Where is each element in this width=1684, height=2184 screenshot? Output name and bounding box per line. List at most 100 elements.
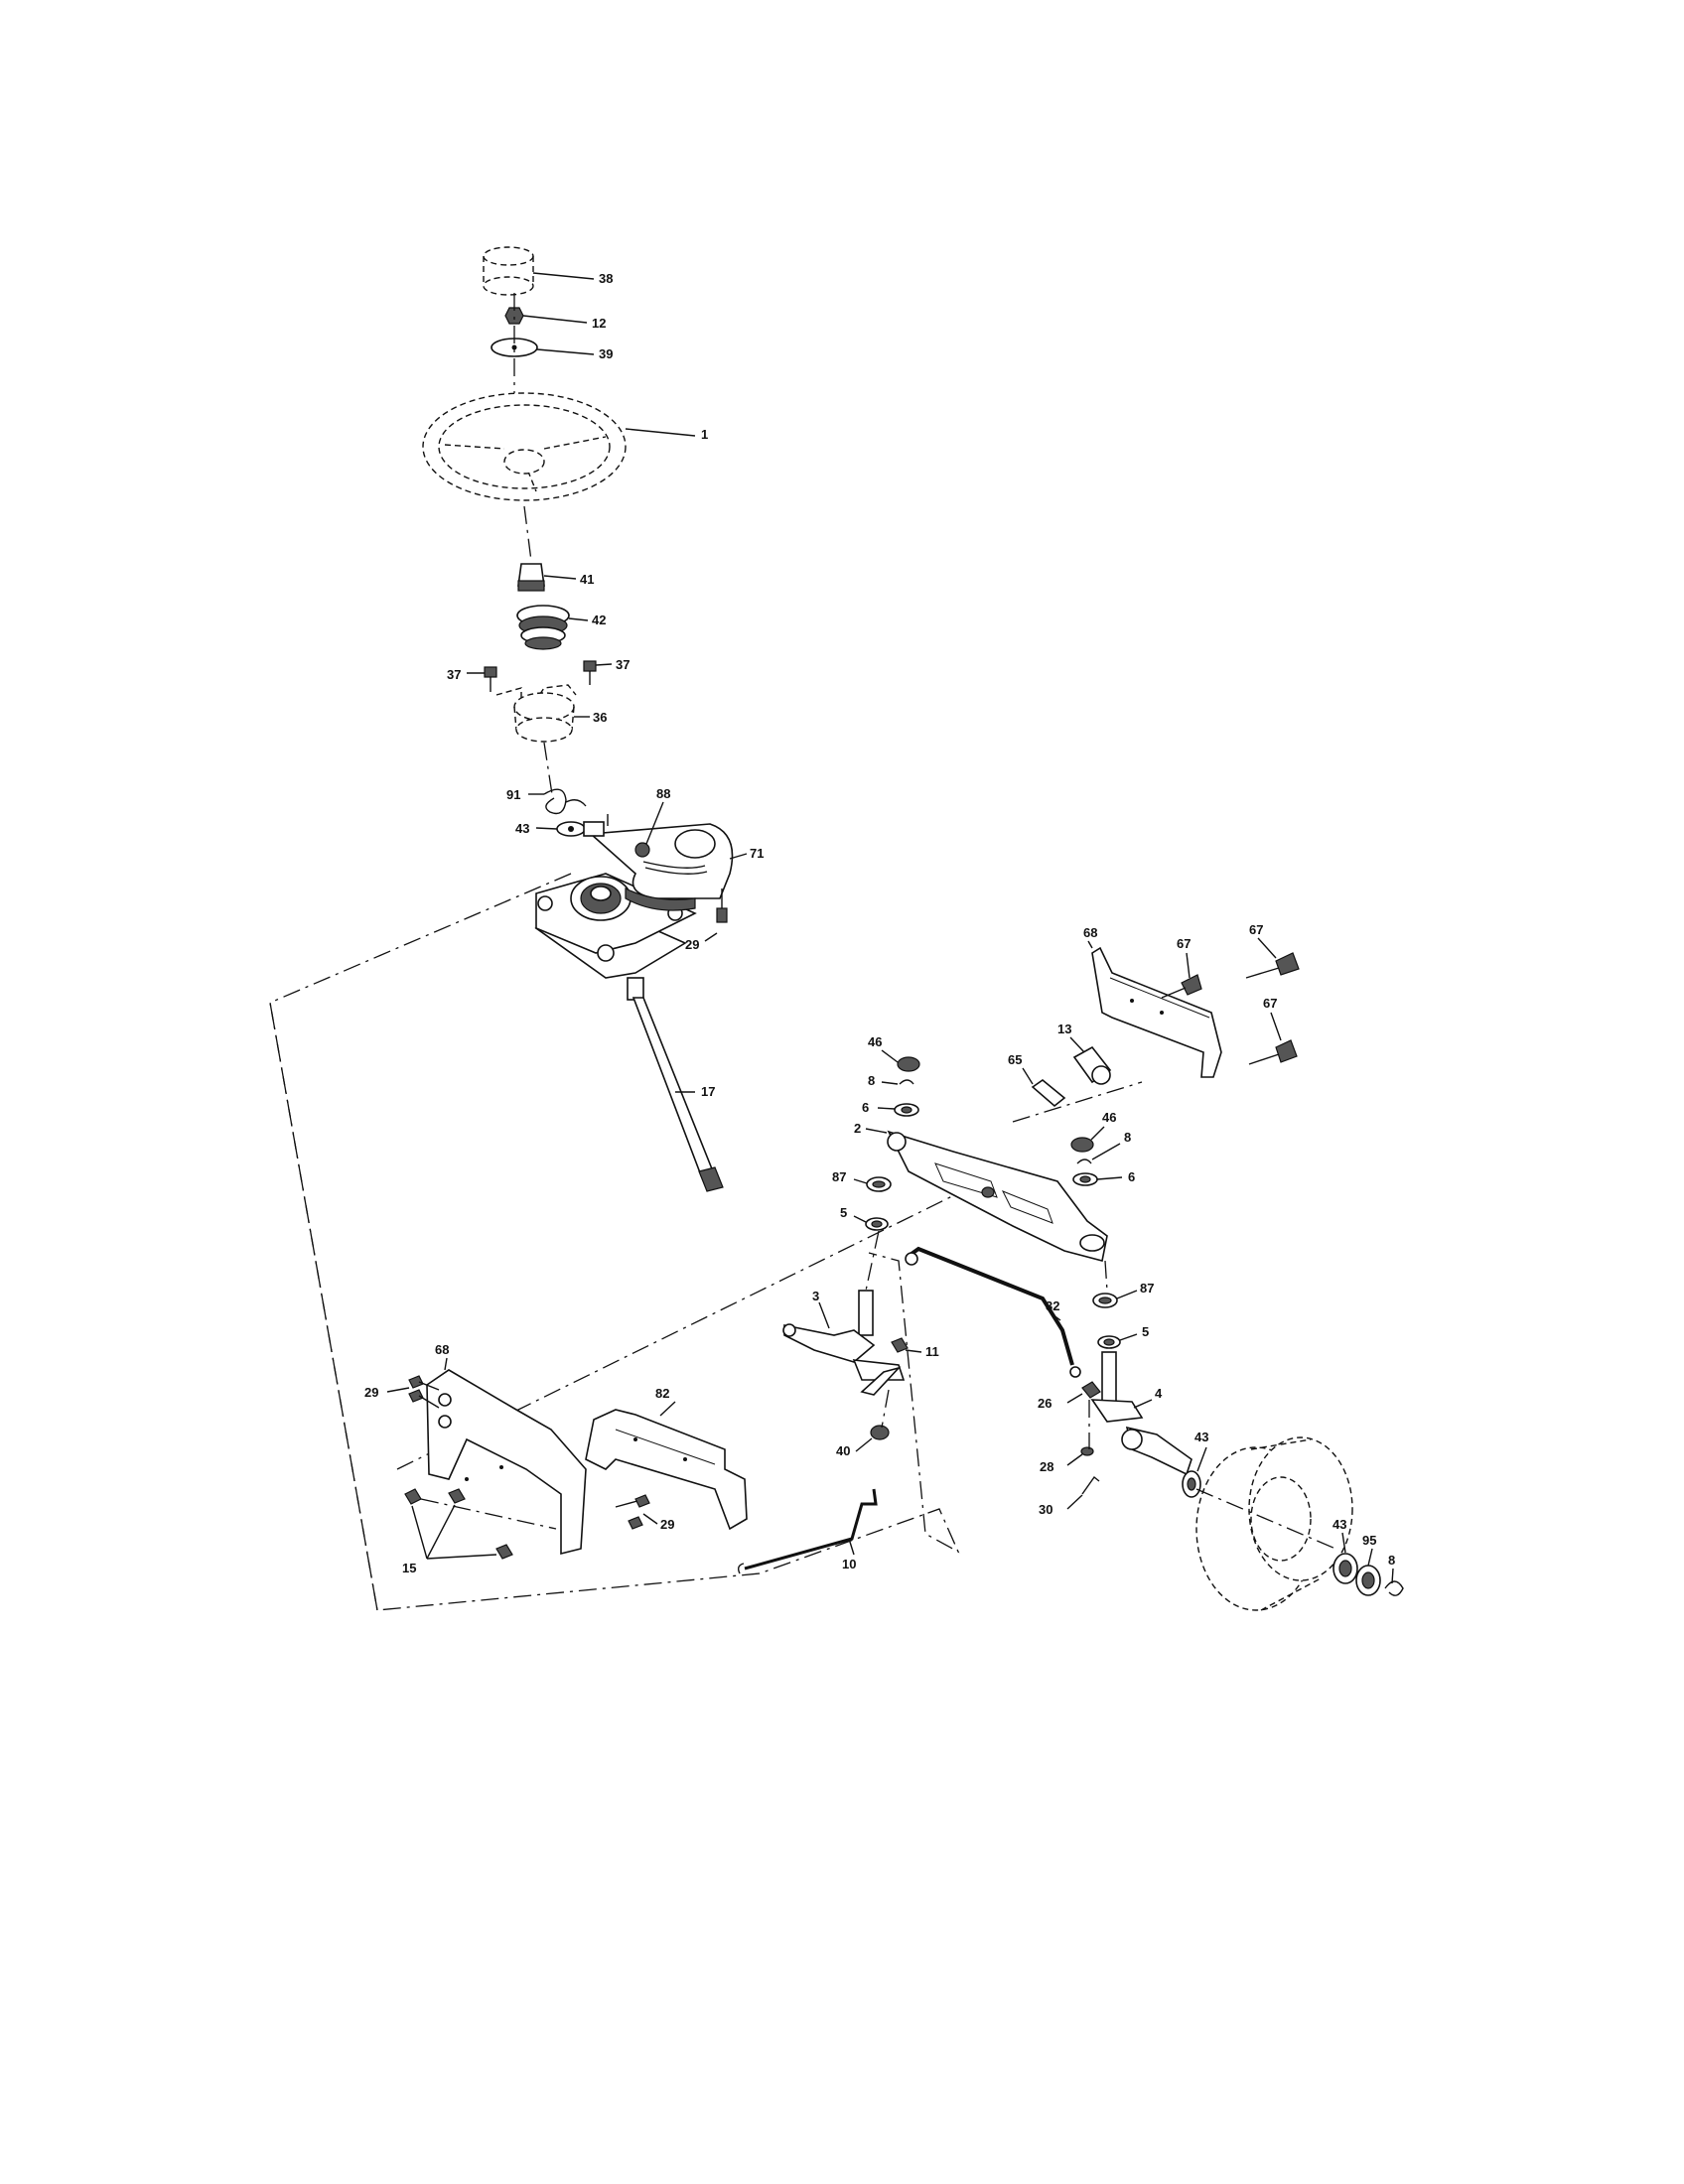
label-37-left: 37 [447,667,461,682]
label-82: 82 [655,1386,669,1401]
label-8-outer: 8 [1388,1553,1395,1568]
label-71: 71 [750,846,764,861]
cap-38 [483,246,534,296]
steering-wheel-1 [422,392,627,501]
clip-91 [543,788,587,815]
pin-88 [634,842,650,858]
label-10: 10 [842,1557,856,1571]
cap-46-right [1070,1137,1094,1153]
drag-link-32 [905,1246,1081,1378]
label-6-left: 6 [862,1100,869,1115]
label-15: 15 [402,1561,416,1575]
slot-78 [642,861,708,875]
label-4: 4 [1155,1386,1163,1401]
nut-15-a [404,1488,422,1505]
label-12: 12 [592,316,606,331]
washer-39 [491,338,538,357]
bushing-65 [1031,1078,1066,1108]
steering-support-36 [495,684,577,743]
label-13: 13 [1057,1022,1071,1036]
bolt-67-a [1161,974,1202,999]
label-41: 41 [580,572,594,587]
label-29-gear: 29 [685,937,699,952]
label-43-steering: 43 [515,821,529,836]
washer-28 [1080,1446,1094,1456]
label-43-axle: 43 [1194,1430,1208,1444]
label-40: 40 [836,1443,850,1458]
label-68-upper: 68 [1083,925,1097,940]
bolt-67-c [1248,1039,1298,1065]
spindle-4 [1090,1351,1193,1476]
label-6-right: 6 [1128,1169,1135,1184]
label-17: 17 [701,1084,715,1099]
washer-95 [1355,1565,1381,1596]
bolt-29-lower-b [408,1389,440,1409]
label-3: 3 [812,1289,819,1303]
bolt-67-b [1245,952,1300,979]
clip-8-right [1076,1159,1092,1164]
label-5-left: 5 [840,1205,847,1220]
washer-6-right [1072,1172,1098,1186]
nut-15-c [495,1544,513,1560]
bolt-29-lower-c [615,1494,650,1530]
bolt-29-lower-a [408,1375,440,1391]
clip-8-outer [1384,1580,1404,1596]
washer-87-left [866,1176,892,1192]
label-2: 2 [854,1121,861,1136]
label-39: 39 [599,346,613,361]
label-43-outer: 43 [1333,1517,1346,1532]
label-29-lower-left: 29 [364,1385,378,1400]
label-87-right: 87 [1140,1281,1154,1296]
nut-12 [504,307,524,325]
label-8-left: 8 [868,1073,875,1088]
label-91: 91 [506,787,520,802]
bracket-68-upper [1091,946,1222,1078]
washer-6-left [894,1103,919,1117]
label-29-lower-right: 29 [660,1517,674,1532]
adapter-41 [517,563,545,592]
spindle-3 [782,1290,906,1396]
label-67-b: 67 [1249,922,1263,937]
bolt-37-right [583,660,597,685]
nut-26 [1081,1381,1101,1399]
label-8-right: 8 [1124,1130,1131,1145]
label-37-right: 37 [616,657,630,672]
assembly-boundary-line [269,873,960,1611]
label-1: 1 [701,427,708,442]
cotter-pin-30 [1081,1475,1100,1495]
steering-gear-housing [534,873,697,979]
label-67-a: 67 [1177,936,1191,951]
steering-shaft-17 [627,977,724,1192]
front-wheel [1195,1436,1353,1611]
steering-link-10 [737,1488,878,1574]
label-11: 11 [925,1344,939,1359]
front-axle-2 [887,1130,1108,1262]
washer-5-left [865,1217,889,1231]
cap-46-left [897,1056,920,1072]
bolt-29-gear [716,888,728,923]
bracket-68-lower [426,1369,587,1556]
washer-43-outer [1333,1553,1358,1584]
bracket-82 [585,1409,748,1531]
label-28: 28 [1040,1459,1053,1474]
clip-8-left [899,1079,914,1085]
label-32: 32 [1046,1298,1059,1313]
label-67-c: 67 [1263,996,1277,1011]
label-38: 38 [599,271,613,286]
nut-40 [870,1425,890,1440]
label-95: 95 [1362,1533,1376,1548]
label-30: 30 [1039,1502,1052,1517]
label-42: 42 [592,613,606,627]
washer-5-right [1097,1335,1121,1349]
label-68-lower: 68 [435,1342,449,1357]
washer-43-steering [556,821,586,837]
label-26: 26 [1038,1396,1052,1411]
label-5-right: 5 [1142,1324,1149,1339]
label-88: 88 [656,786,670,801]
washer-87-right [1092,1293,1118,1308]
label-36: 36 [593,710,607,725]
label-46-right: 46 [1102,1110,1116,1125]
spacer-13 [1072,1045,1112,1085]
